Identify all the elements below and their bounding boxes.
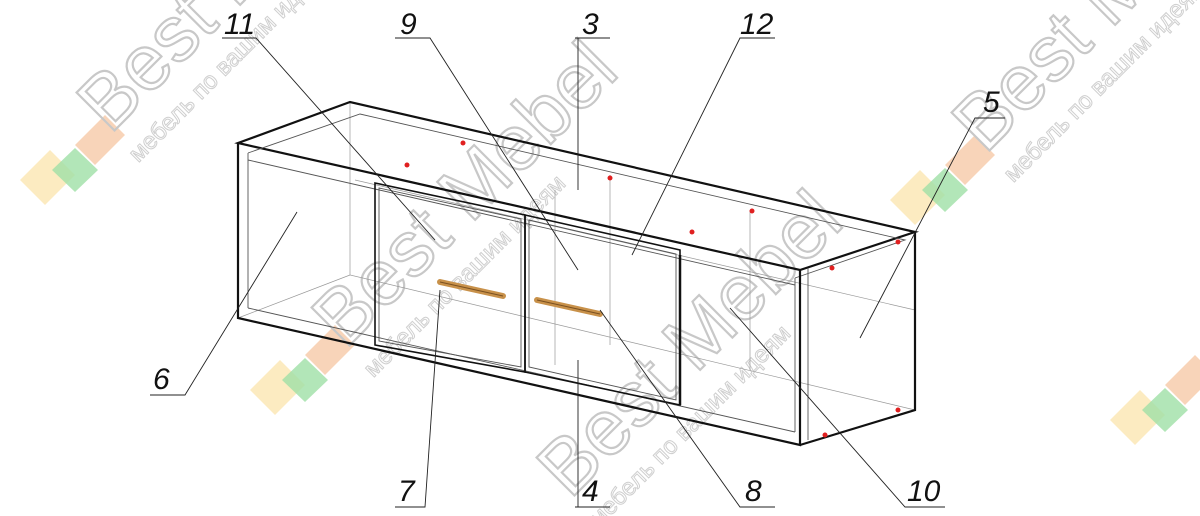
callout-7: 7	[395, 289, 441, 508]
callout-6: 6	[150, 211, 298, 396]
part-label: 12	[740, 8, 774, 41]
part-label: 8	[745, 475, 762, 508]
callout-11: 11	[222, 8, 436, 241]
callout-10: 10	[729, 307, 945, 508]
part-label: 4	[582, 475, 599, 508]
part-label: 10	[907, 475, 941, 508]
part-label: 6	[153, 363, 170, 396]
part-label: 7	[398, 475, 416, 508]
handle-right	[534, 297, 603, 317]
part-label: 9	[400, 8, 417, 41]
handle-left	[437, 279, 506, 299]
part-label: 5	[983, 86, 1000, 119]
callout-3: 3	[575, 8, 610, 190]
watermark-5	[1110, 355, 1200, 445]
callout-9: 9	[395, 8, 579, 271]
part-label: 3	[582, 8, 599, 41]
callout-5: 5	[859, 86, 1005, 339]
watermark-1: Best Mebel мебель по вашим идеям	[20, 0, 399, 205]
watermark-2: Best Mebel мебель по вашим идеям	[250, 23, 634, 415]
confirmat-pins	[404, 140, 901, 438]
part-label: 11	[224, 8, 255, 41]
callout-12: 12	[631, 8, 775, 256]
callout-8: 8	[599, 309, 775, 508]
callout-4: 4	[575, 360, 610, 508]
